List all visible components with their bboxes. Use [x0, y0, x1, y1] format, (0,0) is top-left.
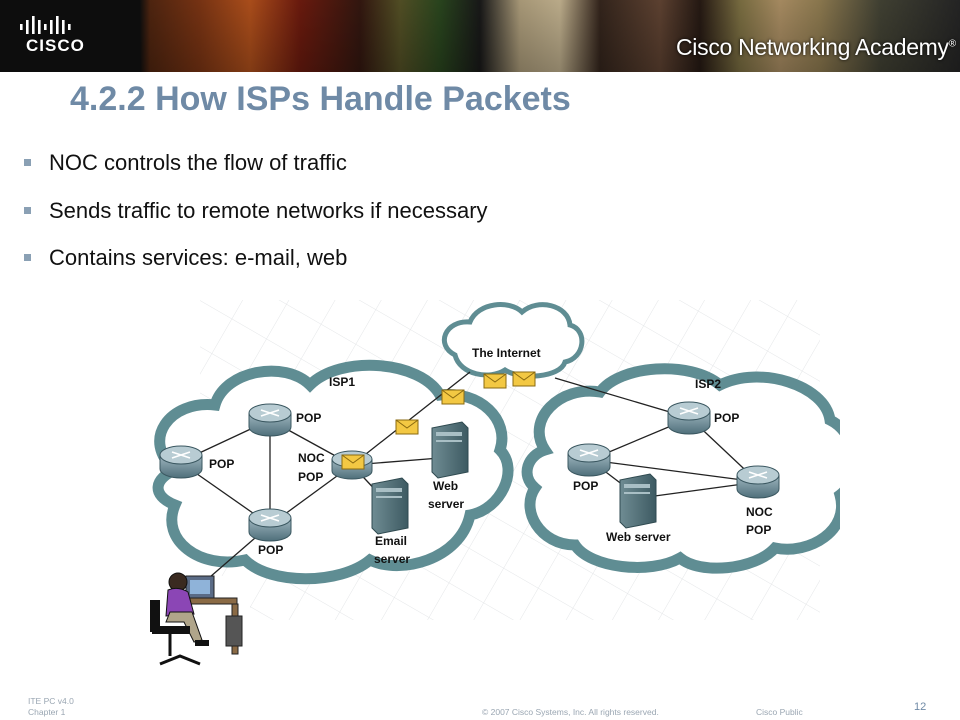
isp1-email-server-label: server — [374, 552, 410, 566]
copyright-text: © 2007 Cisco Systems, Inc. All rights re… — [482, 707, 659, 717]
isp2-noc-pop-label: POP — [746, 523, 771, 537]
router-icon — [736, 465, 780, 499]
isp1-label: ISP1 — [329, 375, 355, 389]
chapter-name: Chapter 1 — [28, 707, 66, 717]
isp2-label: ISP2 — [695, 377, 721, 391]
course-name: ITE PC v4.0 — [28, 696, 74, 706]
envelope-icon — [512, 371, 536, 387]
envelope-icon — [441, 389, 465, 405]
cisco-bars-icon — [20, 16, 71, 34]
user-workstation-icon — [135, 572, 250, 676]
cisco-wordmark: CISCO — [26, 36, 85, 55]
academy-trademark: ® — [948, 38, 956, 50]
web-server-icon — [619, 473, 657, 529]
isp1-pop-bottom-label: POP — [258, 543, 283, 557]
header-banner: CISCO Cisco Networking Academy® — [0, 0, 960, 72]
isp2-pop-left-label: POP — [573, 479, 598, 493]
router-icon — [567, 443, 611, 477]
bullet-marker-icon — [24, 253, 31, 261]
classification-text: Cisco Public — [756, 707, 803, 717]
page-number: 12 — [914, 701, 927, 713]
isp1-noc-pop-label: POP — [298, 470, 323, 484]
isp1-noc-label: NOC — [298, 451, 325, 465]
isp-network-diagram: The Internet ISP1 ISP2 POP POP POP NOC P… — [135, 300, 840, 676]
isp2-web-server-label: Web server — [606, 530, 671, 544]
isp1-email-label: Email — [375, 534, 407, 548]
slide-title: 4.2.2 How ISPs Handle Packets — [70, 80, 571, 118]
bullet-marker-icon — [24, 206, 31, 214]
envelope-icon — [341, 454, 365, 470]
bullet-item: Sends traffic to remote networks if nece… — [24, 198, 488, 224]
email-server-icon — [371, 477, 409, 535]
academy-text: Cisco Networking Academy — [676, 34, 949, 60]
banner-photo-strip — [140, 0, 960, 72]
isp1-pop-top-label: POP — [296, 411, 321, 425]
bullet-item: NOC controls the flow of traffic — [24, 150, 347, 176]
bullet-text: Contains services: e-mail, web — [49, 245, 348, 270]
router-icon — [248, 403, 292, 437]
router-icon — [248, 508, 292, 542]
isp1-web-label: Web — [433, 479, 458, 493]
isp2-cloud — [521, 363, 840, 574]
bullet-item: Contains services: e-mail, web — [24, 245, 347, 271]
router-icon — [159, 445, 203, 479]
bullet-marker-icon — [24, 158, 31, 166]
router-icon — [667, 401, 711, 435]
isp1-web-server-label: server — [428, 497, 464, 511]
envelope-icon — [483, 373, 507, 389]
isp2-pop-top-label: POP — [714, 411, 739, 425]
isp2-noc-label: NOC — [746, 505, 773, 519]
internet-label: The Internet — [472, 346, 541, 360]
bullet-text: Sends traffic to remote networks if nece… — [49, 198, 488, 223]
internet-cloud — [441, 302, 585, 379]
envelope-icon — [395, 419, 419, 435]
isp1-pop-left-label: POP — [209, 457, 234, 471]
bullet-text: NOC controls the flow of traffic — [49, 150, 347, 175]
web-server-icon — [431, 421, 469, 479]
cisco-logo: CISCO — [0, 0, 140, 72]
academy-title: Cisco Networking Academy® — [676, 34, 956, 61]
